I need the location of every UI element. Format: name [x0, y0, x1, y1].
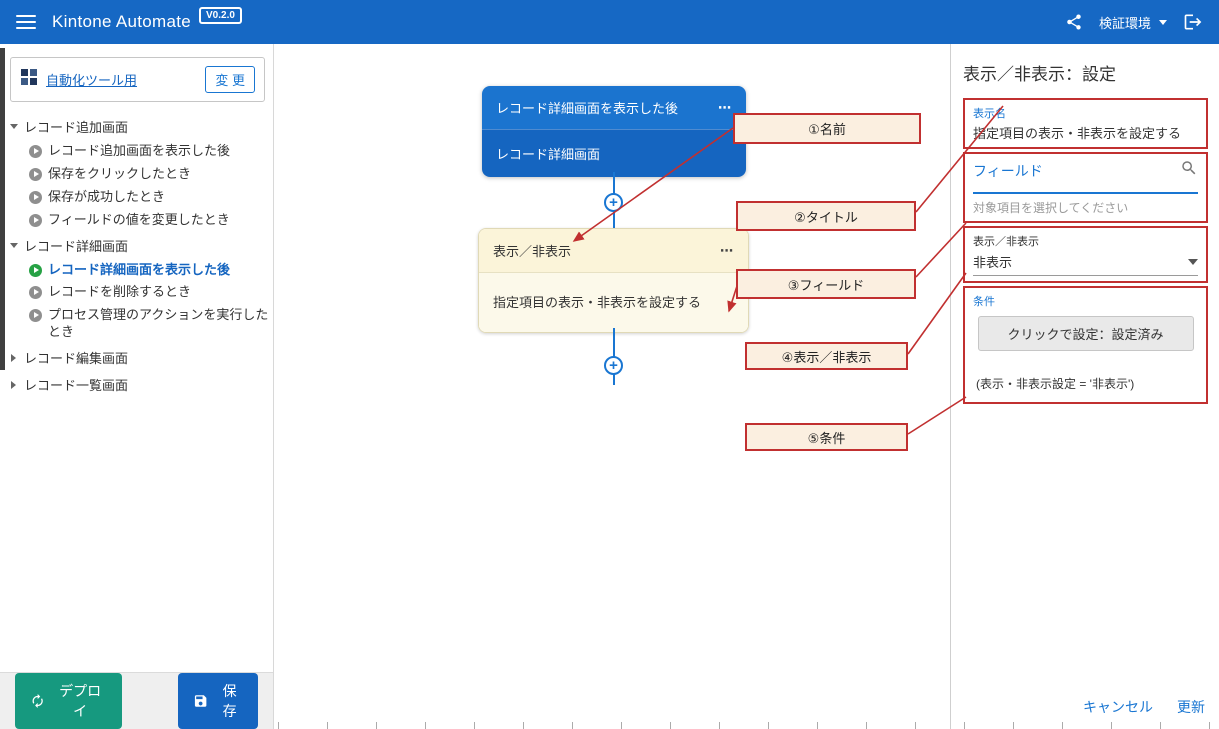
condition-config-button[interactable]: クリックで設定：設定済み [977, 316, 1194, 351]
sidebar-group-record-list[interactable]: レコード一覧画面 [10, 371, 269, 398]
action-node-title: 表示／非表示 [493, 244, 572, 259]
chevron-right-icon [11, 380, 16, 389]
sidebar-item-field-change[interactable]: フィールドの値を変更したとき [10, 209, 269, 232]
action-node-body: 指定項目の表示・非表示を設定する [479, 273, 748, 332]
group-label: レコード追加画面 [24, 120, 129, 135]
chevron-down-icon [1159, 19, 1167, 25]
visibility-label: 表示／非表示 [973, 236, 1039, 248]
sidebar-item-save-click[interactable]: 保存をクリックしたとき [10, 163, 269, 186]
update-button[interactable]: 更新 [1177, 699, 1205, 715]
event-icon [29, 167, 42, 181]
annotation-visibility: ④表示／非表示 [745, 342, 908, 370]
field-helper-text: 対象項目を選択してください [973, 201, 1129, 215]
sidebar-item-label: 保存をクリックしたとき [48, 165, 192, 181]
event-icon [29, 213, 42, 227]
add-step-button[interactable] [604, 356, 623, 375]
annotation-field: ③フィールド [736, 269, 916, 299]
cancel-button[interactable]: キャンセル [1083, 699, 1153, 715]
node-menu-icon[interactable]: ⋯ [720, 243, 734, 258]
panel-title: 表示／非表示：設定 [963, 65, 1116, 84]
share-icon[interactable] [1065, 13, 1083, 31]
group-label: レコード詳細画面 [24, 238, 129, 254]
visibility-value: 非表示 [973, 255, 1013, 270]
field-section: フィールド 対象項目を選択してください [963, 152, 1208, 223]
sidebar-item-label: レコード詳細画面を表示した後 [48, 261, 231, 277]
version-badge: V0.2.0 [199, 6, 242, 24]
chevron-down-icon [10, 124, 18, 129]
field-input[interactable] [973, 192, 1198, 194]
condition-label: 条件 [973, 296, 995, 308]
sidebar-item-record-delete[interactable]: レコードを削除するとき [10, 281, 269, 304]
trigger-node[interactable]: レコード詳細画面を表示した後 ⋯ レコード詳細画面 [482, 86, 746, 177]
search-icon[interactable] [1180, 159, 1198, 182]
event-tree: レコード追加画面 レコード追加画面を表示した後 保存をクリックしたとき 保存が成… [0, 106, 273, 398]
hamburger-menu-icon[interactable] [16, 15, 36, 29]
sidebar-item-label: 保存が成功したとき [48, 188, 166, 204]
settings-panel: 表示／非表示：設定 表示名 指定項目の表示・非表示を設定する フィールド 対象項… [950, 44, 1219, 729]
app-grid-icon [20, 68, 38, 91]
sidebar: 自動化ツール用 変 更 レコード追加画面 レコード追加画面を表示した後 保存をク… [0, 44, 274, 729]
save-button-label: 保存 [222, 683, 237, 719]
deploy-button[interactable]: デプロイ [15, 673, 122, 729]
environment-selector[interactable]: 検証環境 [1099, 13, 1167, 32]
sidebar-footer: デプロイ 保存 [0, 672, 273, 729]
sidebar-group-record-edit[interactable]: レコード編集画面 [10, 344, 269, 371]
visibility-select[interactable]: 非表示 [973, 249, 1198, 276]
condition-expression: (表示・非表示設定 = '非表示') [976, 377, 1135, 391]
group-label: レコード編集画面 [24, 351, 129, 367]
panel-footer: キャンセル 更新 [1083, 697, 1205, 717]
chevron-down-icon [1188, 258, 1198, 265]
deploy-button-label: デプロイ [59, 683, 102, 719]
display-name-value[interactable]: 指定項目の表示・非表示を設定する [973, 126, 1182, 141]
sidebar-item-label: フィールドの値を変更したとき [48, 211, 230, 227]
sidebar-group-record-add[interactable]: レコード追加画面 [10, 113, 269, 140]
sidebar-item-after-detail-display[interactable]: レコード詳細画面を表示した後 [10, 259, 269, 282]
chevron-down-icon [10, 242, 18, 248]
sidebar-item-save-success[interactable]: 保存が成功したとき [10, 186, 269, 209]
sync-icon [32, 693, 43, 709]
vertical-scrollbar[interactable] [0, 48, 5, 370]
add-step-button[interactable] [604, 193, 623, 212]
change-app-button[interactable]: 変 更 [205, 66, 255, 93]
sidebar-item-label: レコードを削除するとき [48, 284, 192, 300]
event-icon-active [29, 263, 42, 277]
display-name-label: 表示名 [973, 108, 1006, 120]
sidebar-group-record-detail[interactable]: レコード詳細画面 [10, 232, 269, 259]
sidebar-item-after-add-display[interactable]: レコード追加画面を表示した後 [10, 140, 269, 163]
node-menu-icon[interactable]: ⋯ [718, 100, 732, 115]
trigger-node-title: レコード詳細画面を表示した後 [496, 101, 679, 116]
group-label: レコード一覧画面 [24, 378, 129, 394]
annotation-title: ②タイトル [736, 201, 916, 231]
save-icon [194, 695, 207, 707]
annotation-condition: ⑤条件 [745, 423, 908, 451]
display-name-section: 表示名 指定項目の表示・非表示を設定する [963, 98, 1208, 149]
event-icon [29, 309, 42, 323]
sidebar-item-label: プロセス管理のアクションを実行したとき [48, 307, 269, 340]
sidebar-item-label: レコード追加画面を表示した後 [48, 143, 231, 158]
event-icon [29, 145, 42, 158]
trigger-node-body: レコード詳細画面 [482, 129, 746, 177]
save-button[interactable]: 保存 [177, 673, 258, 729]
condition-section: 条件 クリックで設定：設定済み (表示・非表示設定 = '非表示') [963, 286, 1208, 404]
action-node[interactable]: 表示／非表示 ⋯ 指定項目の表示・非表示を設定する [478, 228, 749, 333]
app-name-link[interactable]: 自動化ツール用 [46, 73, 138, 88]
event-icon [29, 190, 42, 204]
app-title: Kintone Automate [52, 12, 192, 31]
field-label: フィールド [973, 162, 1043, 179]
top-bar: Kintone Automate V0.2.0 検証環境 [0, 0, 1219, 44]
app-selector-box: 自動化ツール用 変 更 [10, 57, 265, 102]
environment-label: 検証環境 [1098, 15, 1151, 31]
event-icon [29, 286, 42, 300]
annotation-name: ①名前 [733, 113, 921, 144]
visibility-section: 表示／非表示 非表示 [963, 226, 1208, 283]
sidebar-item-process-action[interactable]: プロセス管理のアクションを実行したとき [10, 304, 269, 344]
chevron-right-icon [11, 353, 16, 362]
flow-canvas: レコード詳細画面を表示した後 ⋯ レコード詳細画面 表示／非表示 ⋯ 指定項目の… [275, 44, 950, 729]
logout-icon[interactable] [1183, 12, 1203, 32]
